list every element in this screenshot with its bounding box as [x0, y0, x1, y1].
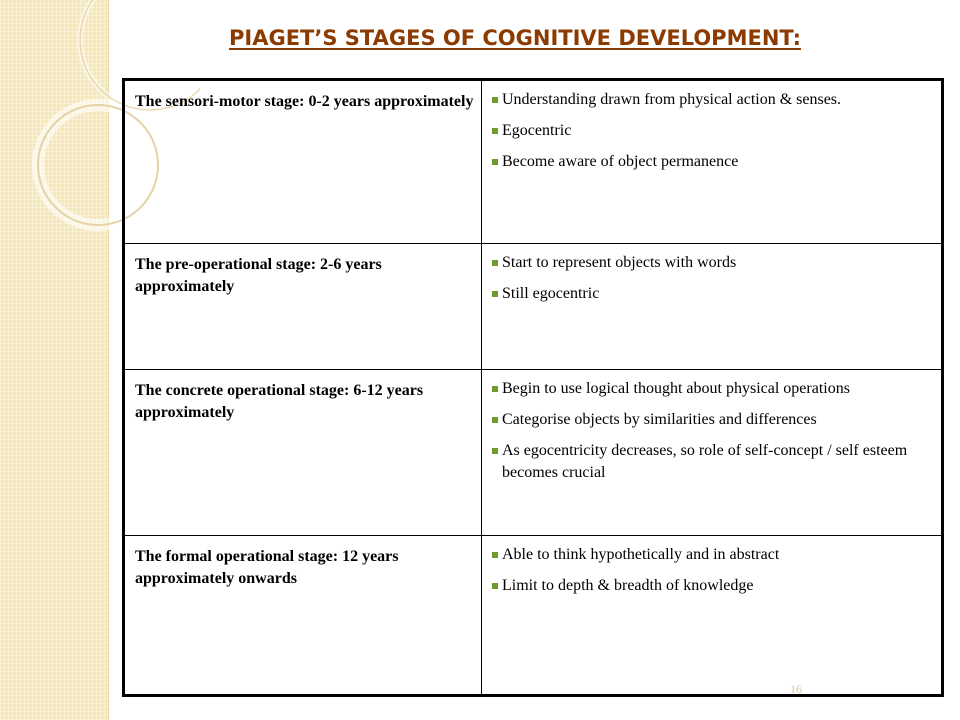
stage-label: The formal operational stage: 12 years a…	[123, 535, 482, 696]
stage-points-cell: Start to represent objects with words St…	[481, 243, 943, 370]
list-item-text: Become aware of object permanence	[502, 153, 739, 170]
stage-points-cell: Understanding drawn from physical action…	[481, 79, 943, 244]
list-item: Still egocentric	[491, 283, 931, 305]
list-item-text: Start to represent objects with words	[502, 254, 737, 271]
stage-label: The concrete operational stage: 6-12 yea…	[123, 369, 482, 536]
bullet-list: Able to think hypothetically and in abst…	[491, 544, 931, 597]
bullet-list: Begin to use logical thought about physi…	[491, 378, 931, 484]
stages-table: The sensori-motor stage: 0-2 years appro…	[122, 78, 944, 697]
list-item-text: Begin to use logical thought about physi…	[502, 380, 850, 397]
square-bullet-icon	[492, 97, 498, 103]
stage-points-cell: Begin to use logical thought about physi…	[481, 369, 943, 536]
table-row: The concrete operational stage: 6-12 yea…	[123, 369, 943, 536]
list-item: Start to represent objects with words	[491, 252, 931, 274]
list-item-text: Egocentric	[502, 122, 572, 139]
list-item: Limit to depth & breadth of knowledge	[491, 575, 931, 597]
square-bullet-icon	[492, 260, 498, 266]
table-row: The pre-operational stage: 2-6 years app…	[123, 243, 943, 370]
table-row: The formal operational stage: 12 years a…	[123, 535, 943, 696]
square-bullet-icon	[492, 291, 498, 297]
table-row: The sensori-motor stage: 0-2 years appro…	[123, 79, 943, 244]
list-item-text: Categorise objects by similarities and d…	[502, 411, 817, 428]
square-bullet-icon	[492, 386, 498, 392]
slide-title: PIAGET’S STAGES OF COGNITIVE DEVELOPMENT…	[229, 26, 801, 50]
stage-points-cell: Able to think hypothetically and in abst…	[481, 535, 943, 696]
page-number: 16	[790, 682, 802, 696]
square-bullet-icon	[492, 417, 498, 423]
square-bullet-icon	[492, 583, 498, 589]
square-bullet-icon	[492, 128, 498, 134]
list-item: Begin to use logical thought about physi…	[491, 378, 931, 400]
stage-label: The sensori-motor stage: 0-2 years appro…	[123, 79, 482, 244]
list-item-text: Understanding drawn from physical action…	[502, 91, 842, 108]
list-item: Become aware of object permanence	[491, 151, 931, 173]
list-item-text: Able to think hypothetically and in abst…	[502, 546, 780, 563]
list-item-text: Still egocentric	[502, 285, 600, 302]
list-item: Understanding drawn from physical action…	[491, 89, 931, 111]
square-bullet-icon	[492, 448, 498, 454]
list-item: As egocentricity decreases, so role of s…	[491, 440, 931, 484]
list-item-text: As egocentricity decreases, so role of s…	[502, 442, 908, 481]
bullet-list: Start to represent objects with words St…	[491, 252, 931, 305]
bullet-list: Understanding drawn from physical action…	[491, 89, 931, 173]
stage-label: The pre-operational stage: 2-6 years app…	[123, 243, 482, 370]
square-bullet-icon	[492, 552, 498, 558]
square-bullet-icon	[492, 159, 498, 165]
list-item: Able to think hypothetically and in abst…	[491, 544, 931, 566]
list-item: Categorise objects by similarities and d…	[491, 409, 931, 431]
list-item-text: Limit to depth & breadth of knowledge	[502, 577, 754, 594]
list-item: Egocentric	[491, 120, 931, 142]
